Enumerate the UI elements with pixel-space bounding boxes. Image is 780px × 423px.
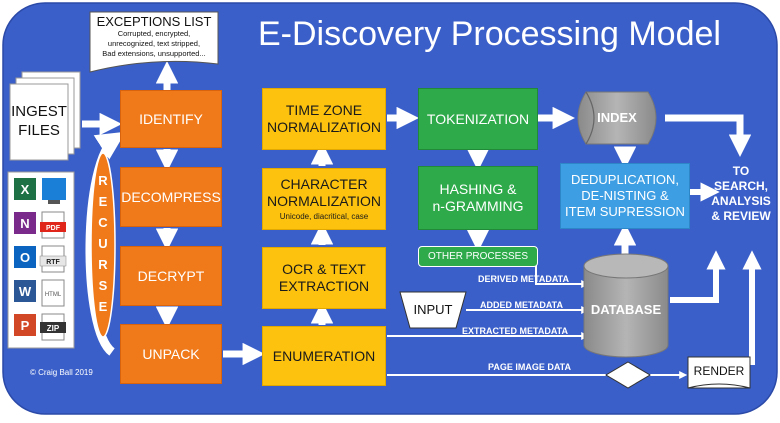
dedup-label-1: DEDUPLICATION, (570, 172, 680, 187)
tokenization-box: TOKENIZATION (418, 88, 538, 150)
ingest-line-2: FILES (18, 122, 60, 139)
character-label-1: CHARACTER (280, 176, 368, 192)
ingest-line-1: INGEST (11, 103, 67, 120)
character-sublabel: Unicode, diacritical, case (279, 212, 369, 221)
ingest-files-label: INGEST FILES (10, 102, 68, 140)
dedup-label-3: ITEM SUPRESSION (565, 204, 685, 219)
input-label: INPUT (413, 302, 453, 317)
unpack-label: UNPACK (142, 345, 200, 362)
index-drum (577, 91, 657, 145)
svg-text:RTF: RTF (46, 259, 60, 266)
output-line-3: ANALYSIS (711, 194, 771, 208)
word-icon: W (14, 280, 36, 302)
character-normalization-box: CHARACTER NORMALIZATION Unicode, diacrit… (262, 168, 386, 230)
ingest-files-stack (9, 71, 81, 161)
identify-label: IDENTIFY (139, 110, 203, 127)
extracted-metadata-label: EXTRACTED METADATA (462, 326, 568, 336)
output-label: TO SEARCH, ANALYSIS & REVIEW (706, 164, 776, 224)
database-label: DATABASE (590, 302, 662, 317)
recurse-label: R E C U R S E (91, 170, 115, 317)
svg-text:W: W (19, 284, 32, 299)
recurse-letter: E (98, 194, 108, 209)
arrow-database-output (670, 250, 726, 303)
identify-box: IDENTIFY (120, 90, 222, 148)
hashing-label-2: n-GRAMMING (432, 198, 524, 214)
exceptions-text: EXCEPTIONS LIST Corrupted, encrypted, un… (90, 14, 218, 59)
unpack-box: UNPACK (120, 324, 222, 384)
page-image-data-label: PAGE IMAGE DATA (488, 362, 571, 372)
decompress-box: DECOMPRESS (120, 167, 222, 227)
timezone-label-1: TIME ZONE (285, 102, 363, 118)
recurse-letter: U (98, 236, 108, 251)
exceptions-document (89, 11, 219, 73)
derived-metadata-label: DERIVED METADATA (478, 274, 569, 284)
svg-text:N: N (20, 216, 29, 231)
character-label-2: NORMALIZATION (266, 193, 382, 209)
svg-text:HTML: HTML (45, 292, 62, 298)
ocr-label-1: OCR & TEXT (282, 261, 366, 277)
outlook-icon: O (14, 246, 36, 268)
powerpoint-icon: P (14, 314, 36, 336)
timezone-label-2: NORMALIZATION (266, 119, 382, 135)
hashing-label-1: HASHING & (439, 181, 517, 197)
pdf-icon: PDF (40, 211, 66, 239)
recurse-oval (90, 152, 116, 338)
added-metadata-label: ADDED METADATA (480, 300, 563, 310)
decrypt-box: DECRYPT (120, 246, 222, 306)
exceptions-line-1: Corrupted, encrypted, (117, 29, 191, 38)
decompress-label: DECOMPRESS (121, 188, 221, 205)
output-line-4: & REVIEW (711, 209, 771, 223)
input-shape (399, 291, 467, 329)
enumeration-label: ENUMERATION (272, 347, 376, 364)
svg-text:O: O (20, 250, 30, 265)
output-line-1: TO (732, 164, 750, 178)
arrow-index-output (665, 114, 752, 157)
enumeration-box: ENUMERATION (262, 326, 386, 386)
recurse-letter: E (98, 299, 108, 314)
tokenization-label: TOKENIZATION (426, 110, 530, 127)
ocr-text-extraction-box: OCR & TEXT EXTRACTION (262, 247, 386, 309)
ocr-label-2: EXTRACTION (278, 278, 370, 294)
database-cylinder (583, 253, 669, 358)
recurse-letter: R (98, 257, 108, 272)
decision-diamond (605, 361, 651, 389)
svg-text:P: P (21, 318, 30, 333)
keynote-icon (42, 178, 66, 204)
svg-text:X: X (21, 182, 30, 197)
other-processes-label: OTHER PROCESSES (427, 250, 529, 262)
exceptions-line-3: Bad extensions, unsupported... (102, 49, 206, 58)
exceptions-title: EXCEPTIONS LIST (96, 14, 212, 29)
zip-icon: ZIP (40, 313, 66, 341)
render-label: RENDER (693, 364, 745, 378)
timezone-normalization-box: TIME ZONE NORMALIZATION (262, 88, 386, 150)
onenote-icon: N (14, 212, 36, 234)
exceptions-line-2: unrecognized, text stripped, (107, 39, 201, 48)
hashing-ngramming-box: HASHING & n-GRAMMING (418, 166, 538, 230)
svg-text:ZIP: ZIP (47, 324, 60, 333)
deduplication-box: DEDUPLICATION, DE-NISTING & ITEM SUPRESS… (560, 163, 690, 229)
recurse-letter: C (98, 215, 108, 230)
index-label: INDEX (597, 110, 637, 125)
html-icon: HTML (41, 279, 65, 307)
decrypt-label: DECRYPT (137, 267, 205, 284)
other-processes-box: OTHER PROCESSES (418, 246, 538, 267)
excel-icon: X (14, 178, 36, 200)
diagram-title: E-Discovery Processing Model (258, 15, 721, 53)
rtf-icon: RTF (39, 245, 67, 273)
svg-text:PDF: PDF (46, 225, 61, 232)
recurse-letter: R (98, 173, 108, 188)
output-line-2: SEARCH, (713, 179, 768, 193)
copyright-label: © Craig Ball 2019 (30, 368, 93, 377)
recurse-letter: S (98, 278, 108, 293)
dedup-label-2: DE-NISTING & (581, 188, 669, 203)
